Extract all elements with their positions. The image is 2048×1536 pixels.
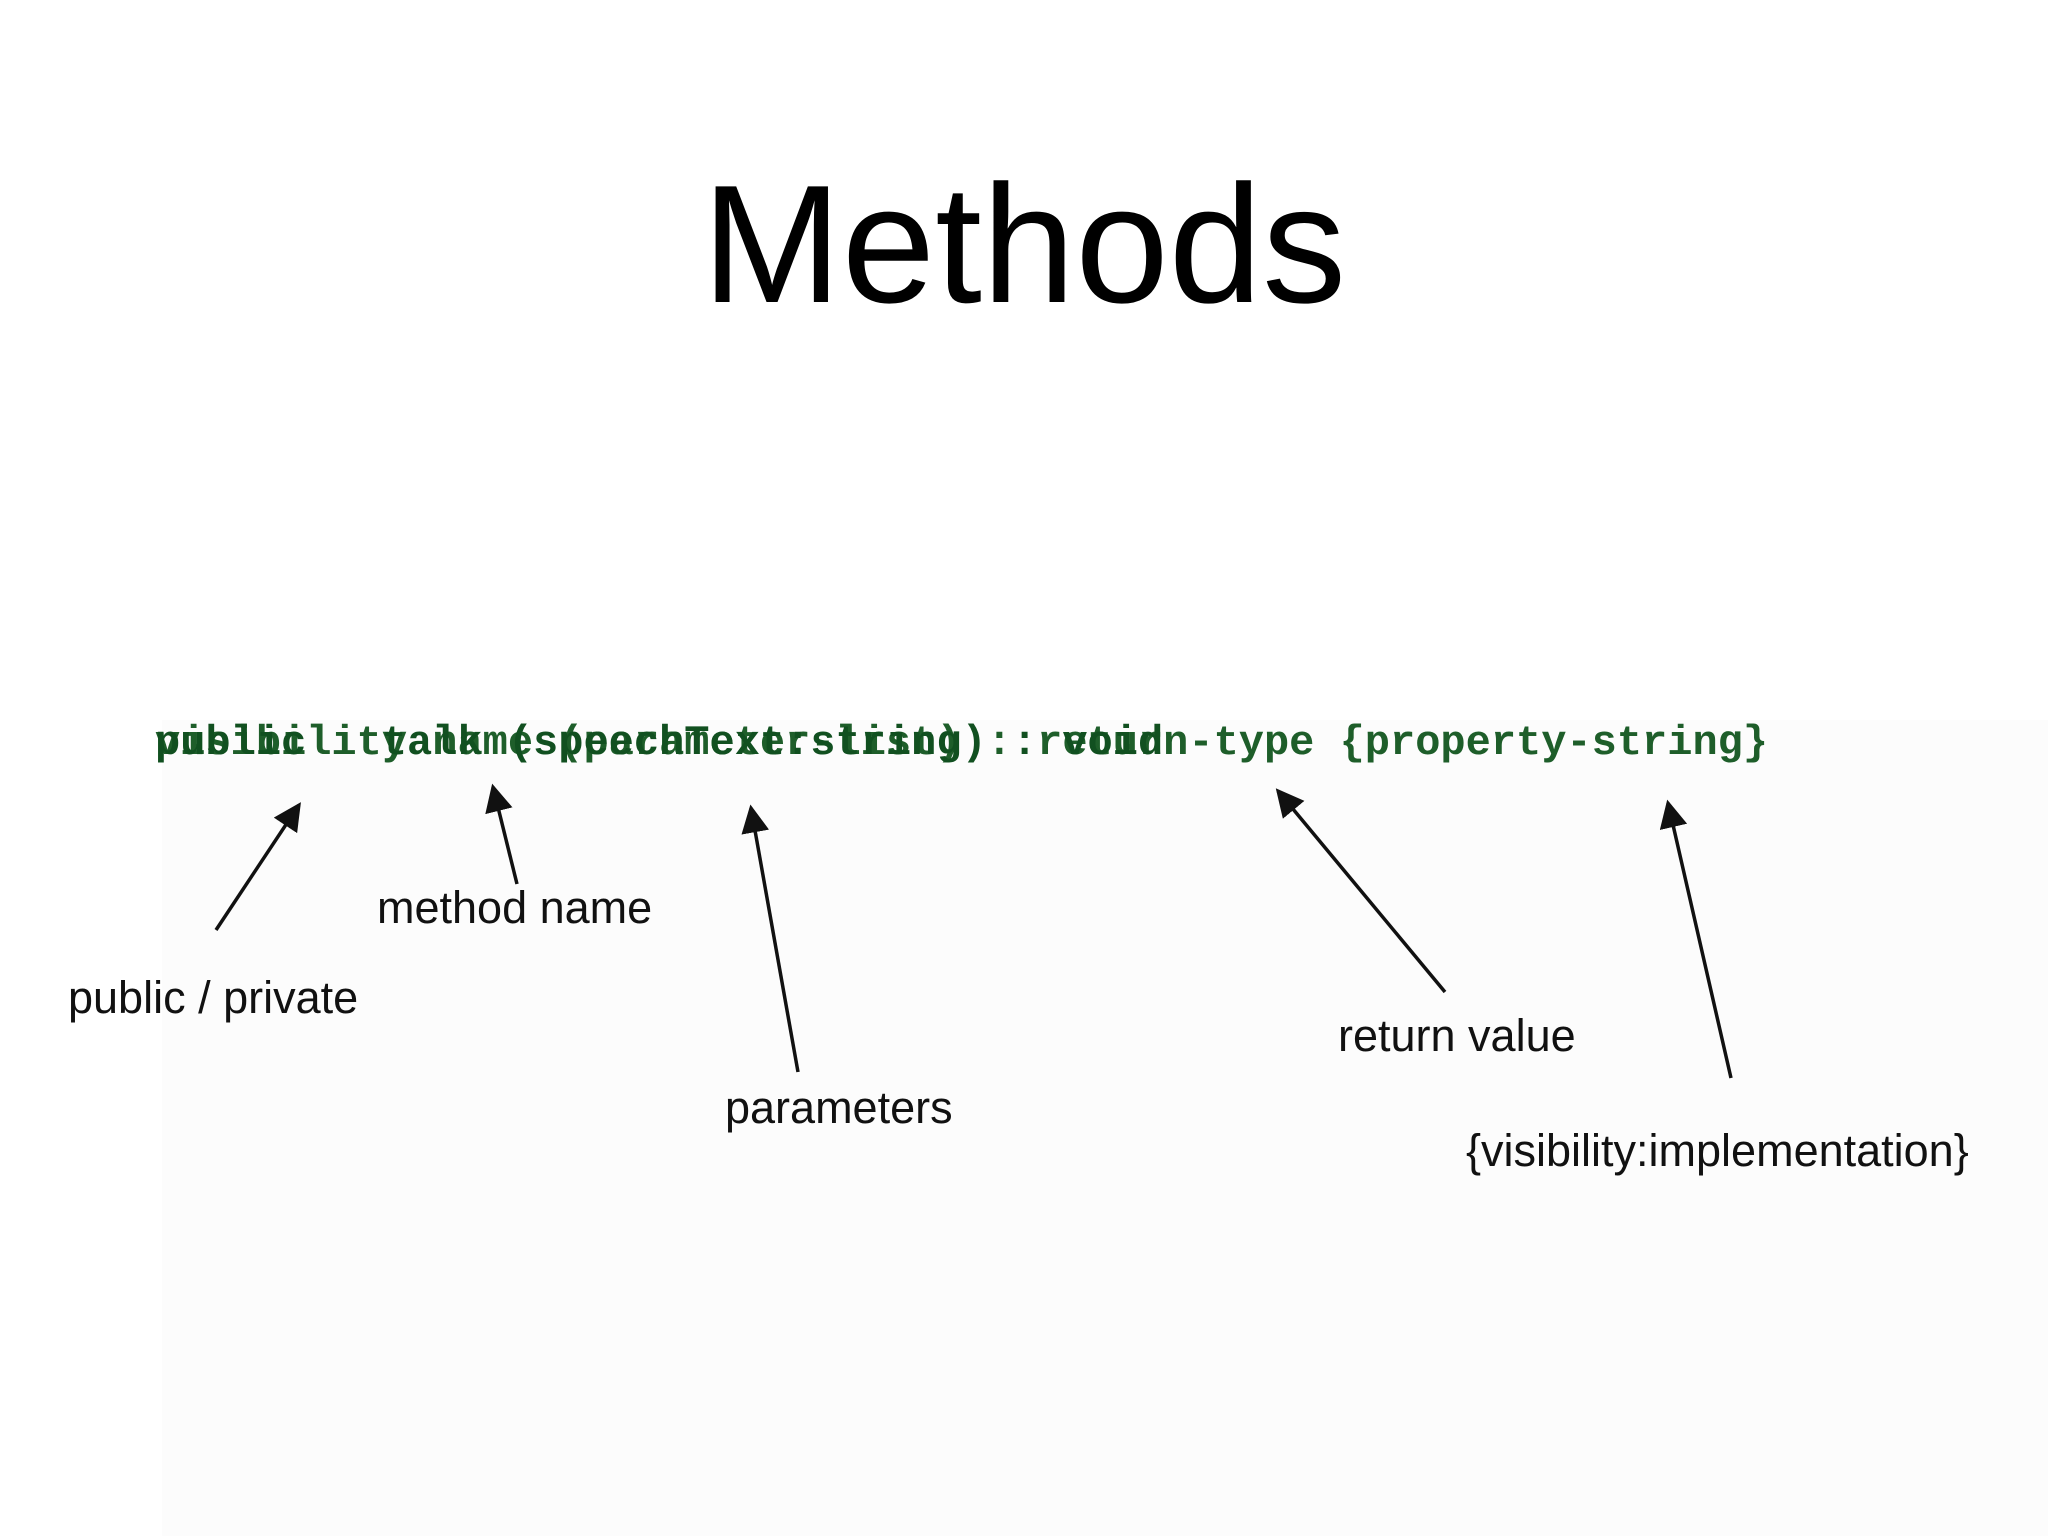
arrow-visibility [214,802,301,931]
method-syntax-template: visibility name (parameter-list) : retur… [155,719,1769,767]
background-panel [162,720,2048,1536]
arrow-parameters [741,804,800,1073]
label-return-value: return value [1338,1010,1576,1061]
arrow-property-string [1659,799,1733,1079]
label-parameters: parameters [725,1082,953,1133]
label-property-string: {visibility:implementation} [1466,1125,1969,1176]
arrow-method-name [485,783,519,885]
label-method-name: method name [377,882,653,933]
method-example: public talk (speechText:string) : void [155,719,1164,767]
label-visibility: public / private [68,972,359,1023]
slide-title: Methods [701,150,1347,338]
arrow-return-value [1275,788,1447,994]
